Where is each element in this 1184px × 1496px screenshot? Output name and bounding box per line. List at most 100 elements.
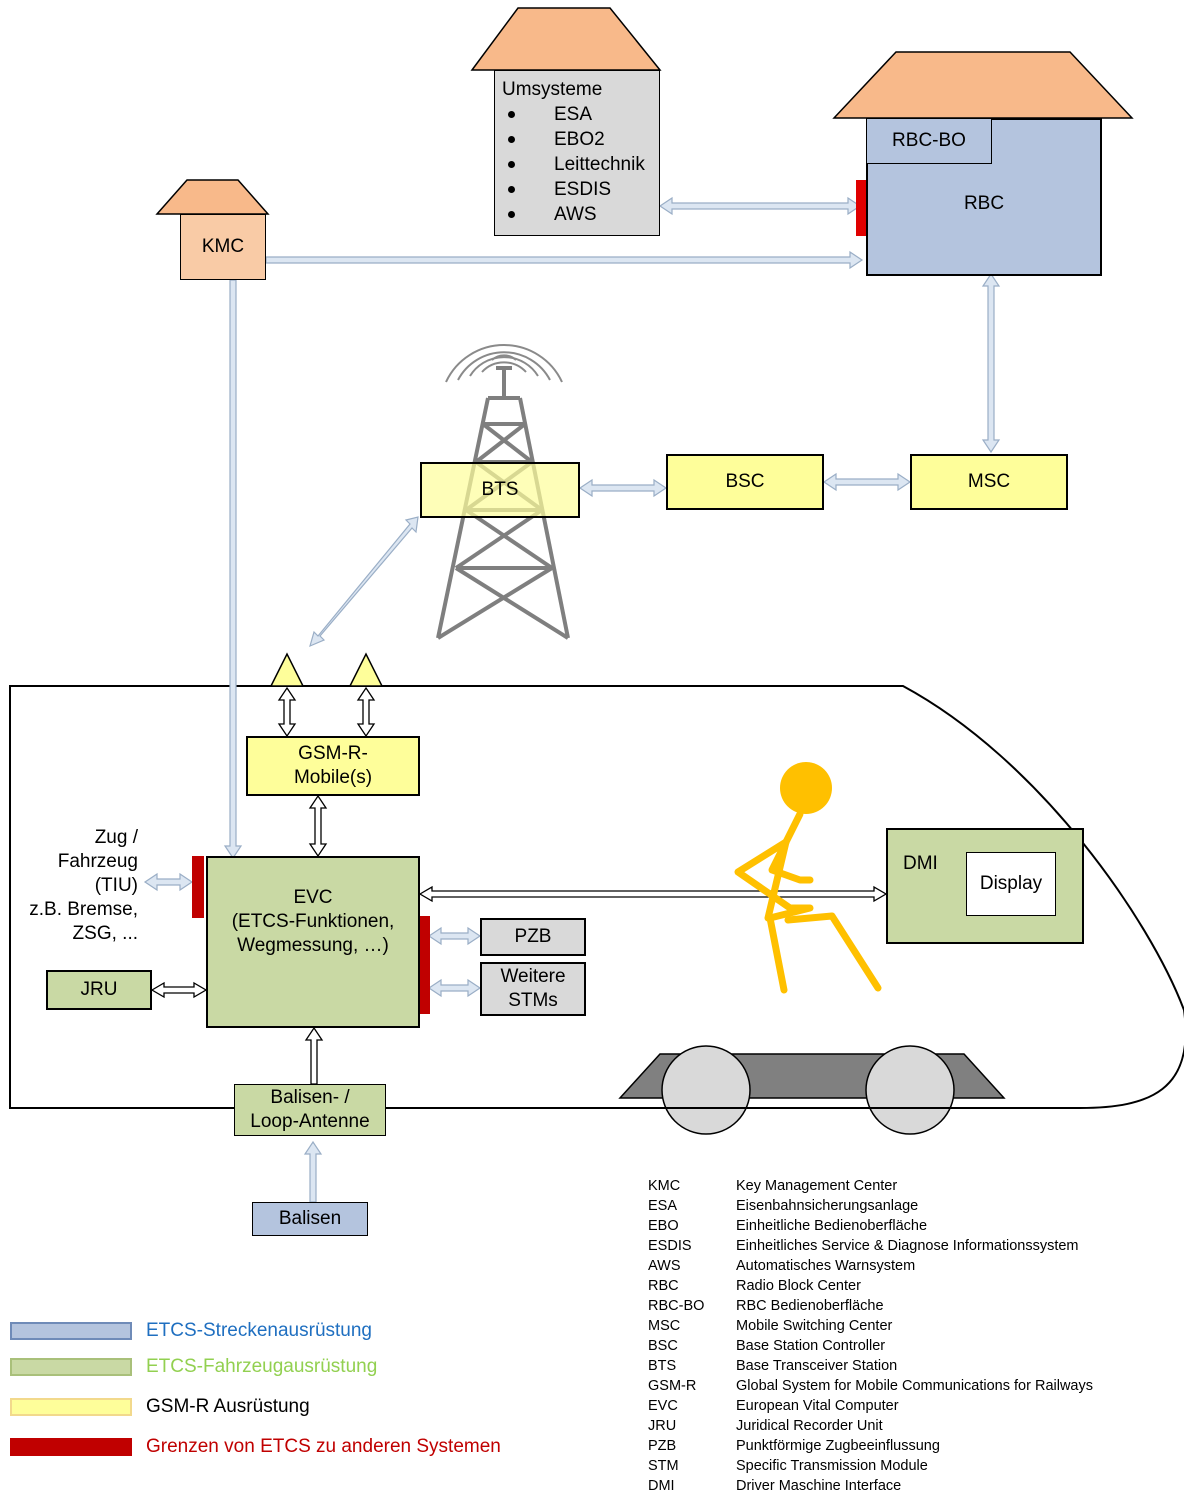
abbreviation-row: EBO Einheitliche Bedienoberfläche [648,1216,1093,1236]
bsc-box: BSC [666,454,824,510]
antenna-1-icon [269,652,305,687]
abbreviation-text: Einheitliches Service & Diagnose Informa… [736,1238,1079,1254]
zug-line-4: z.B. Bremse, [29,899,138,920]
abbreviation-key: EVC [648,1398,678,1414]
rbc-roof [832,51,1134,119]
abbreviation-text: Eisenbahnsicherungsanlage [736,1198,919,1214]
abbreviation-row: MSC Mobile Switching Center [648,1316,1093,1336]
umsysteme-title: Umsysteme [502,79,603,100]
abbreviation-text: Specific Transmission Module [736,1458,928,1474]
abbreviation-text: RBC Bedienoberfläche [736,1298,884,1314]
jru-label: JRU [80,979,118,1000]
abbreviation-row: ESDIS Einheitliches Service & Diagnose In… [648,1236,1093,1256]
driver-figure [734,762,882,994]
rbc-boundary-marker [856,180,866,236]
dmi-label: DMI [903,853,938,874]
balisen-antenne-box: Balisen- / Loop-Antenne [234,1084,386,1136]
legend-label: Grenzen von ETCS zu anderen Systemen [146,1436,501,1457]
abbreviation-key: ESDIS [648,1238,692,1254]
black-connectors [150,686,888,1085]
abbreviation-row: ESA Eisenbahnsicherungsanlage [648,1196,1093,1216]
abbreviation-row: EVC European Vital Computer [648,1396,1093,1416]
abbreviation-row: BSC Base Station Controller [648,1336,1093,1356]
antenne-line-1: Balisen- / [270,1087,350,1108]
connectors [143,196,1001,1203]
legend-label: ETCS-Streckenausrüstung [146,1320,372,1341]
abbreviation-row: AWS Automatisches Warnsystem [648,1256,1093,1276]
stms-line-2: STMs [508,990,558,1011]
balisen-box: Balisen [252,1202,368,1236]
legend-label: ETCS-Fahrzeugausrüstung [146,1356,378,1377]
umsysteme-item: ESDIS [508,177,645,202]
gsmr-mobile-line-1: GSM-R- [298,743,368,764]
abbreviation-text: Global System for Mobile Communications … [736,1378,1093,1394]
abbreviation-key: KMC [648,1178,681,1194]
zug-line-5: ZSG, ... [72,923,138,944]
umsysteme-item: AWS [508,202,645,227]
stms-line-1: Weitere [500,966,566,987]
legend-label: GSM-R Ausrüstung [146,1396,310,1417]
display-box: Display [966,852,1056,916]
abbreviation-key: DMI [648,1478,675,1494]
abbreviation-key: RBC [648,1278,679,1294]
wheel-left [661,1045,751,1135]
kmc-label: KMC [201,236,245,257]
pzb-box: PZB [480,918,586,956]
zug-line-3: (TIU) [94,875,138,896]
abbreviation-key: AWS [648,1258,681,1274]
abbreviation-key: BTS [648,1358,677,1374]
legend-swatch [10,1438,132,1456]
pzb-label: PZB [514,926,552,947]
abbreviation-key: JRU [648,1418,677,1434]
abbreviation-text: Base Transceiver Station [736,1358,898,1374]
legend-item: ETCS-Streckenausrüstung [10,1320,570,1344]
umsysteme-roof [470,7,662,71]
abbreviation-text: Punktförmige Zugbeeinflussung [736,1438,940,1454]
abbreviation-key: ESA [648,1198,678,1214]
bts-box: BTS [420,462,580,518]
abbreviation-text: Einheitliche Bedienoberfläche [736,1218,928,1234]
antenne-line-2: Loop-Antenne [250,1111,370,1132]
zug-line-2: Fahrzeug [57,851,138,872]
abbreviation-text: Mobile Switching Center [736,1318,893,1334]
gsmr-mobile-box: GSM-R- Mobile(s) [246,736,420,796]
rbc-bo-box: RBC-BO [866,118,992,164]
zug-line-1: Zug / [94,827,138,848]
abbreviation-row: JRU Juridical Recorder Unit [648,1416,1093,1436]
abbreviation-key: MSC [648,1318,681,1334]
jru-box: JRU [46,970,152,1010]
abbreviation-text: Automatisches Warnsystem [736,1258,916,1274]
bts-label: BTS [481,479,519,500]
umsysteme-item: EBO2 [508,127,645,152]
evc-box: EVC (ETCS-Funktionen, Wegmessung, …) [206,856,420,1028]
msc-box: MSC [910,454,1068,510]
legend-swatch [10,1322,132,1340]
abbreviation-text: Driver Maschine Interface [736,1478,902,1494]
umsysteme-item: ESA [508,102,645,127]
abbreviation-key: EBO [648,1218,679,1234]
abbreviation-row: DMI Driver Maschine Interface [648,1476,1093,1496]
zug-fahrzeug-text: Zug / Fahrzeug (TIU) z.B. Bremse, ZSG, .… [10,826,138,946]
display-label: Display [979,873,1043,894]
abbreviation-text: Juridical Recorder Unit [736,1418,883,1434]
abbreviation-text: Radio Block Center [736,1278,861,1294]
msc-label: MSC [967,471,1011,492]
evc-line-2: (ETCS-Funktionen, [231,911,395,932]
legend-item: ETCS-Fahrzeugausrüstung [10,1356,570,1380]
evc-line-1: EVC [293,887,333,908]
kmc-box: KMC [180,214,266,280]
abbreviation-key: PZB [648,1438,677,1454]
abbreviation-text: Base Station Controller [736,1338,886,1354]
abbreviation-text: European Vital Computer [736,1398,899,1414]
antenna-2-icon [348,652,384,687]
evc-right-boundary-marker [420,916,430,1014]
evc-left-boundary-marker [192,856,204,918]
abbreviation-key: BSC [648,1338,678,1354]
evc-line-3: Wegmessung, …) [237,935,389,956]
